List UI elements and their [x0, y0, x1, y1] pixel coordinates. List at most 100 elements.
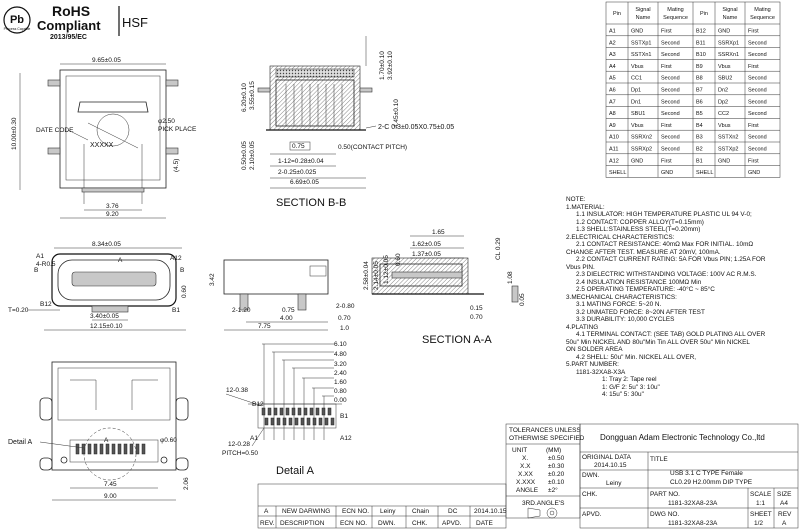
note-line: 3.1 MATING FORCE: 5~20 N.: [576, 301, 662, 308]
rev-value: A: [782, 520, 787, 527]
dim-3-76: 3.76: [106, 203, 119, 210]
pin-table-cell: GND: [748, 170, 760, 176]
pin-table-cell: Second: [748, 88, 767, 94]
pin-table-cell: First: [748, 158, 759, 164]
pin-table-cell: B8: [696, 76, 703, 82]
label-b12: B12: [40, 301, 52, 308]
bottom-dim-2-06: 2.06: [183, 477, 190, 490]
pin-table-cell: A12: [609, 158, 619, 164]
detail-label-a1: A1: [250, 435, 258, 442]
pin-table-cell: SBU1: [631, 111, 645, 117]
label-b1: B1: [172, 307, 180, 314]
dim-3-40: 3.40±0.05: [90, 313, 119, 320]
pin-table-cell: First: [748, 123, 759, 129]
dwg-no-value: 1181-32XA8-23A: [668, 520, 718, 527]
pin-table-cell: GND: [718, 29, 730, 35]
original-data-label: ORIGINAL DATA: [582, 454, 632, 461]
label-a12: A12: [170, 255, 182, 262]
mount-hole-left: [60, 456, 68, 464]
pin-table-cell: Second: [748, 76, 767, 82]
label-b-right: B: [180, 267, 184, 274]
rev-header-4: CHK.: [412, 520, 428, 527]
detail-dim-2: 3.20: [334, 361, 347, 368]
pin-table-cell: B4: [696, 123, 703, 129]
tol-row-4-key: ANGLE: [516, 487, 539, 494]
detail-a-label: Detail A: [276, 465, 315, 477]
aa-dim-1-12: 1.12±0.05: [383, 255, 390, 284]
note-line: 1.1 INSULATOR: HIGH TEMPERATURE PLASTIC …: [576, 211, 752, 218]
pin-table-cell: Second: [661, 99, 680, 105]
pin-table-cell: SSRXp1: [718, 40, 739, 46]
title-block: Dongguan Adam Electronic Technology Co.,…: [579, 423, 799, 529]
title-label: TITLE: [650, 456, 668, 463]
detail-a-circle: [83, 427, 137, 481]
tol-unit-label: UNIT: [512, 447, 527, 454]
aa-dim-cl: CL 0.29: [495, 237, 502, 260]
pin-table-cell: SSRXn1: [718, 52, 739, 58]
detail-dim-0: 6.10: [334, 341, 347, 348]
part-no-value: 1181-32XA8-23A: [668, 500, 718, 507]
dwn-label: DWN.: [582, 472, 600, 479]
process-capable-text: Process Capable: [4, 27, 31, 31]
aa-dim-0-05: 0.05: [519, 293, 526, 306]
pin-table-cell: SSTXn1: [631, 52, 651, 58]
front-dim-8-34: 8.34±0.05: [92, 241, 121, 248]
aa-dim-1-62: 1.62±0.05: [412, 241, 441, 248]
top-height-dim: 10.00±0.30: [11, 117, 18, 150]
pin-table-cell: Dp1: [631, 88, 641, 94]
section-bb-label: SECTION B-B: [276, 197, 346, 209]
pin-table-cell: Second: [748, 52, 767, 58]
note-line: 2.3 DIELECTRIC WITHSTANDING VOLTAGE: 100…: [576, 271, 757, 278]
pin-table-cell: Vbus: [631, 64, 644, 70]
tol-row-1-val: ±0.30: [548, 463, 565, 470]
date-code-label: DATE CODE: [36, 127, 74, 134]
tol-row-3-val: ±0.10: [548, 479, 565, 486]
pin-table-header: Name: [723, 15, 738, 21]
notes-heading: NOTE:: [566, 196, 586, 203]
aa-dim-0-70: 0.70: [470, 314, 483, 321]
rev-row-1: NEW DARWING: [282, 508, 330, 515]
tol-row-4-val: ±2°: [548, 486, 558, 494]
pin-table-cell: Second: [661, 40, 680, 46]
size-label: SIZE: [777, 491, 792, 498]
original-data-value: 2014.10.15: [594, 462, 627, 469]
pin-table-cell: SHELL: [609, 170, 626, 176]
title-line-1: USB 3.1 C TYPE Female: [670, 470, 743, 477]
side-body-outline: [223, 259, 329, 295]
pin-table-header: Signal: [635, 7, 650, 13]
apvd-label: APVD.: [582, 511, 602, 518]
compliance-logo: Pb Process Capable RoHS Compliant 2013/9…: [3, 3, 148, 41]
pin-table-cell: Vbus: [718, 64, 731, 70]
rev-header-5: APVD.: [442, 520, 462, 527]
pin-table-cell: Second: [661, 147, 680, 153]
pin-table-cell: Dn2: [718, 88, 728, 94]
detail-a-callout: Detail A: [8, 439, 32, 446]
tol-title-2: OTHERWISE SPECIFIED: [509, 435, 585, 442]
pin-table-header: Signal: [722, 7, 737, 13]
tol-row-0-val: ±0.50: [548, 455, 565, 462]
note-line: 2.2 CONTACT CURRENT RATING: 5A FOR Vbus …: [576, 256, 766, 263]
dwg-no-label: DWG NO.: [650, 511, 679, 518]
pin-table-cell: B6: [696, 99, 703, 105]
pin-table-cell: Second: [661, 135, 680, 141]
bb-dim-3-92: 3.92±0.10: [387, 51, 394, 80]
note-line: 3.2 UNMATED FORCE: 8~20N AFTER TEST: [576, 308, 705, 316]
compliant-text: Compliant: [37, 18, 101, 33]
label-4-r05: 4-R0.5: [36, 261, 56, 268]
pin-table-cell: Second: [661, 52, 680, 58]
pin-table-cell: B10: [696, 52, 706, 58]
pin-table-cell: SSTXn2: [718, 135, 738, 141]
pin-table-cell: Vbus: [631, 123, 644, 129]
aa-dim-2-58: 2.58±0.04: [363, 261, 370, 290]
detail-dim-3: 2.40: [334, 370, 347, 377]
detail-a-view: 6.10 4.80 3.20 2.40 1.60 0.80 0.00 12-0.…: [222, 341, 352, 477]
pin-table-cell: A7: [609, 99, 616, 105]
side-dim-2-120: 2-1.20: [232, 307, 251, 314]
pin-table-cell: Second: [748, 147, 767, 153]
projection-label: 3RD.ANGLE'S: [522, 500, 565, 507]
top-width-dim: 9.65±0.05: [92, 57, 121, 64]
pin-table-cell: SBU2: [718, 76, 732, 82]
pin-table-cell: A11: [609, 147, 618, 153]
bottom-view: Detail A A φ0.60 7.45 9.00 2.06: [8, 361, 190, 501]
side-view: 3.42 2-1.20 0.75 2-0.80 4.00 0.70 7.75 1…: [209, 259, 355, 332]
